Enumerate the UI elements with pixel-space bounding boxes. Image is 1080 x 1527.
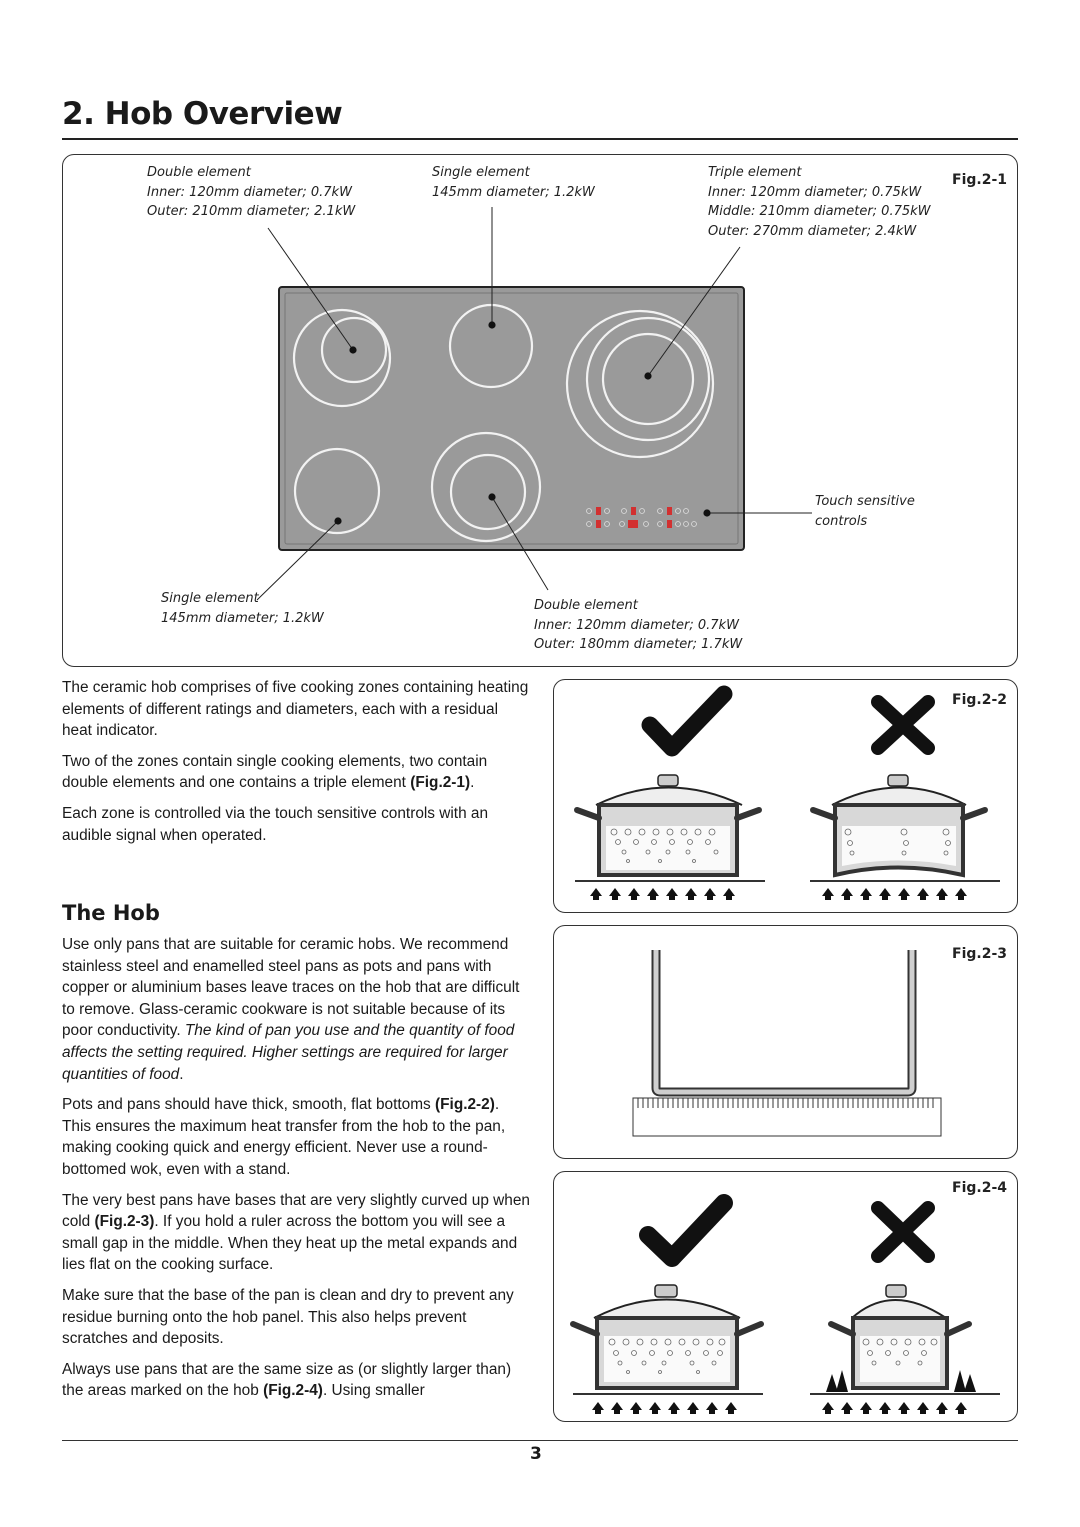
display-digit — [667, 520, 672, 528]
fig-2-1-label: Fig.2-1 — [952, 172, 1007, 188]
intro-paragraph-1: The ceramic hob comprises of five cookin… — [62, 679, 529, 740]
caption-single-bottom-name: Single element — [161, 591, 259, 606]
zone-single-top-ring — [448, 303, 534, 389]
touch-control-panel — [586, 507, 697, 528]
zone-triple-middle-ring — [585, 316, 711, 442]
hob-paragraph-3: The very best pans have bases that are v… — [62, 1190, 532, 1276]
too-small-pan — [828, 1284, 972, 1390]
caption-double-top-name: Double element — [147, 165, 251, 180]
caption-triple-outer: Outer: 270mm diameter; 2.4kW — [708, 223, 917, 239]
tick-icon — [639, 1194, 733, 1267]
tick-icon — [641, 685, 733, 757]
zone-single-bottom-ring — [293, 447, 381, 535]
caption-double-top-outer: Outer: 210mm diameter; 2.1kW — [147, 204, 356, 219]
caption-triple-name: Triple element — [708, 165, 802, 180]
warped-pan-bad — [810, 774, 988, 878]
heat-arrows-small — [822, 1402, 967, 1414]
title-rule — [62, 138, 1018, 140]
hob-paragraph-1-italic: The kind of pan you use and the quantity… — [62, 1022, 515, 1083]
fig-2-2-label: Fig.2-2 — [952, 692, 1007, 708]
hob-paragraph-2-text: Pots and pans should have thick, smooth,… — [62, 1096, 436, 1114]
hob-surface — [278, 286, 745, 551]
caption-single-top-name: Single element — [432, 165, 530, 180]
caption-single-top-diameter: 145mm diameter; 1.2kW — [432, 184, 595, 200]
display-digit — [631, 507, 636, 515]
fig-2-2-reference: (Fig.2-2) — [435, 1096, 495, 1114]
cross-icon — [871, 1201, 935, 1263]
zone-triple-outer-ring — [565, 309, 715, 459]
hob-paragraph-1: Use only pans that are suitable for cera… — [62, 934, 532, 1085]
ruler-ticks — [637, 1098, 934, 1108]
display-digit — [667, 507, 672, 515]
hob-paragraph-5: Always use pans that are the same size a… — [62, 1359, 532, 1402]
intro-paragraph-3: Each zone is controlled via the touch se… — [62, 804, 489, 844]
hob-paragraph-3-text: The very best pans have bases that are v… — [62, 1191, 530, 1231]
pointer-dot — [334, 517, 342, 525]
pointer-dot — [349, 346, 357, 354]
pointer-dot — [488, 493, 496, 501]
fig-2-3-label: Fig.2-3 — [952, 946, 1007, 962]
fig-2-4-reference: (Fig.2-4) — [263, 1382, 323, 1400]
caption-double-bottom-name: Double element — [534, 598, 638, 613]
caption-double-top-inner: Inner: 120mm diameter; 0.7kW — [147, 184, 352, 200]
hob-paragraph-2: Pots and pans should have thick, smooth,… — [62, 1094, 532, 1180]
caption-double-bottom-inner: Inner: 120mm diameter; 0.7kW — [534, 617, 739, 633]
intro-paragraph-2-text: Two of the zones contain single cooking … — [62, 752, 488, 792]
hob-paragraph-3-rest: . If you hold a ruler across the bottom … — [62, 1213, 518, 1274]
hob-paragraph-5-rest: . Using smaller — [322, 1382, 425, 1400]
caption-touch-controls: Touch sensitive controls — [815, 492, 915, 531]
hob-paragraph-2-rest: . This ensures the maximum heat transfer… — [62, 1096, 506, 1178]
ruler — [632, 1097, 942, 1137]
flat-pan-good — [574, 774, 762, 877]
caption-triple-inner: Inner: 120mm diameter; 0.75kW — [708, 184, 922, 200]
pointer-dot — [488, 321, 496, 329]
curved-base-pan — [651, 950, 917, 1097]
hob-paragraph-4: Make sure that the base of the pan is cl… — [62, 1286, 514, 1348]
caption-double-bottom: Double element Inner: 120mm diameter; 0.… — [534, 596, 742, 655]
hob-section-text: Use only pans that are suitable for cera… — [62, 934, 532, 1402]
footer-rule — [62, 1440, 1018, 1441]
side-flames — [826, 1370, 976, 1392]
hob-paragraph-1-text: Use only pans that are suitable for cera… — [62, 936, 520, 1040]
caption-double-bottom-outer: Outer: 180mm diameter; 1.7kW — [534, 637, 743, 652]
section-heading-the-hob: The Hob — [62, 901, 160, 925]
hob-inner-edge — [284, 292, 739, 545]
zone-triple-inner-ring — [601, 332, 695, 426]
hob-paragraph-5-text: Always use pans that are the same size a… — [62, 1360, 512, 1400]
page-number: 3 — [530, 1444, 542, 1464]
page-title: 2. Hob Overview — [62, 96, 343, 132]
pointer-dot — [703, 509, 711, 517]
caption-triple: Triple element Inner: 120mm diameter; 0.… — [708, 163, 931, 241]
intro-text: The ceramic hob comprises of five cookin… — [62, 677, 532, 846]
display-digit — [596, 520, 601, 528]
intro-paragraph-2-end: . — [470, 774, 475, 792]
display-digit — [628, 520, 638, 528]
zone-double-top-outer-ring — [292, 308, 392, 408]
intro-paragraph-2: Two of the zones contain single cooking … — [62, 751, 532, 794]
caption-single-top: Single element 145mm diameter; 1.2kW — [432, 163, 595, 202]
caption-touch-l2: controls — [815, 513, 868, 529]
heat-arrows-correct — [592, 1402, 737, 1414]
caption-double-top: Double element Inner: 120mm diameter; 0.… — [147, 163, 355, 222]
caption-single-bottom: Single element 145mm diameter; 1.2kW — [161, 589, 324, 628]
zone-double-bottom-inner-ring — [449, 453, 527, 531]
hob-paragraph-1-end: . — [179, 1065, 184, 1083]
caption-single-bottom-diameter: 145mm diameter; 1.2kW — [161, 610, 324, 626]
fig-2-3-reference: (Fig.2-3) — [94, 1213, 155, 1231]
fig-2-4-label: Fig.2-4 — [952, 1180, 1007, 1196]
display-digit — [596, 507, 601, 515]
zone-double-top-inner-ring — [320, 316, 388, 384]
zone-double-bottom-outer-ring — [430, 431, 542, 543]
fig-2-1-reference: (Fig.2-1) — [410, 774, 471, 792]
caption-triple-middle: Middle: 210mm diameter; 0.75kW — [708, 204, 931, 219]
caption-touch-l1: Touch sensitive — [815, 494, 915, 509]
correct-size-pan — [570, 1284, 764, 1390]
cross-icon — [871, 695, 935, 755]
pointer-dot — [644, 372, 652, 380]
